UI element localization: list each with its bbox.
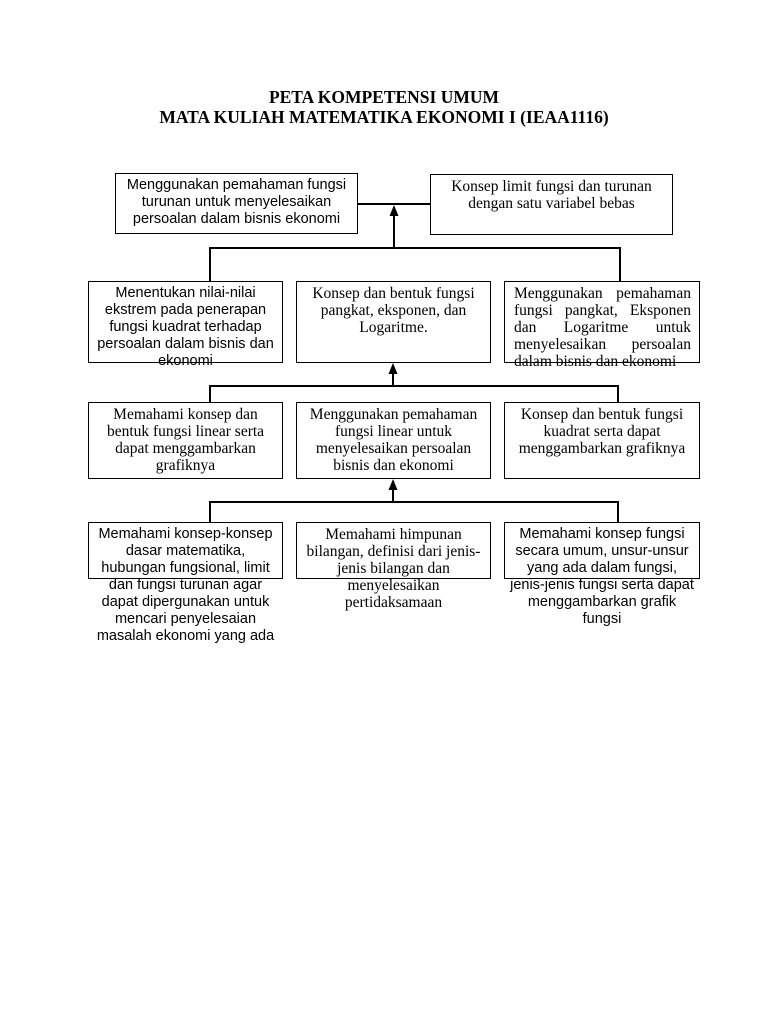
competency-box-himpunan-bilangan: Memahami himpunan bilangan, definisi dar…	[296, 522, 491, 611]
box-text-line: Logaritme.	[359, 319, 428, 336]
competency-box-pemahaman-pangkat: Menggunakan pemahaman fungsi pangkat, Ek…	[504, 281, 700, 370]
box-text-line: bilangan, definisi dari jenis-	[306, 543, 481, 560]
competency-box-nilai-ekstrem: Menentukan nilai-nilai ekstrem pada pene…	[88, 281, 283, 369]
box-text-line: jenis-jenis fungsi serta dapat	[510, 577, 694, 593]
page-title: PETA KOMPETENSI UMUM MATA KULIAH MATEMAT…	[0, 87, 768, 127]
title-line-1: PETA KOMPETENSI UMUM	[268, 87, 500, 107]
box-text-line: persoalan dalam bisnis ekonomi	[132, 211, 341, 227]
box-text-line: Memahami himpunan	[325, 526, 462, 543]
box-text-line: Memahami konsep-konsep	[98, 526, 273, 542]
competency-box-dasar-matematika: Memahami konsep-konsep dasar matematika,…	[88, 522, 283, 644]
box-text-line: dasar matematika,	[125, 543, 246, 559]
box-text-line: ekstrem pada penerapan	[104, 302, 267, 318]
competency-box-konsep-pangkat: Konsep dan bentuk fungsi pangkat, ekspon…	[296, 281, 491, 363]
box-text-line: menyelesaikan persoalan	[315, 440, 472, 457]
box-text-line: fungsi linear untuk	[334, 423, 453, 440]
competency-box-fungsi-linear: Memahami konsep dan bentuk fungsi linear…	[88, 402, 283, 479]
arrowhead-top	[389, 205, 399, 216]
competency-box-limit-turunan: Konsep limit fungsi dan turunan dengan s…	[430, 174, 673, 235]
box-text-line: menggambarkan grafiknya	[518, 440, 686, 457]
box-text-line: Menggunakan pemahaman	[309, 406, 478, 423]
competency-box-fungsi-kuadrat: Konsep dan bentuk fungsi kuadrat serta d…	[504, 402, 700, 479]
box-text-line: Menggunakan pemahaman fungsi	[126, 177, 347, 193]
box-text-line: dan fungsi turunan agar	[108, 577, 263, 593]
box-text-line: jenis bilangan dan	[337, 560, 450, 577]
box-text-line: bentuk fungsi linear serta	[106, 423, 265, 440]
box-text-line: pertidaksamaan	[344, 594, 443, 611]
box-text-line: hubungan fungsional, limit	[101, 560, 270, 576]
box-text-line: masalah ekonomi yang ada	[96, 628, 275, 644]
box-text-line: persoalan dalam bisnis dan	[97, 336, 274, 352]
box-text-line: mencari penyelesaian	[114, 611, 257, 627]
box-text-line: dengan satu variabel bebas	[468, 195, 635, 212]
box-text-line: menggambarkan grafik	[527, 594, 677, 610]
box-text-line: bisnis dan ekonomi	[333, 457, 454, 474]
arrowhead-row2	[388, 363, 398, 374]
box-text-line: menyelesaikan	[347, 577, 440, 594]
box-text-line: dapat dipergunakan untuk	[101, 594, 270, 610]
box-text-line: kuadrat serta dapat	[543, 423, 661, 440]
box-text-line: fungsi kuadrat terhadap	[109, 319, 262, 335]
box-text-line: dan Logaritme untuk	[514, 319, 691, 336]
box-text-line: Konsep limit fungsi dan turunan	[451, 178, 652, 195]
box-text-line: pangkat, eksponen, dan	[320, 302, 467, 319]
competency-box-pemahaman-linear: Menggunakan pemahaman fungsi linear untu…	[296, 402, 491, 479]
box-text-line: ekonomi	[158, 353, 213, 369]
arrowhead-row3	[388, 479, 398, 490]
box-text-line: dalam bisnis dan ekonomi	[514, 353, 677, 370]
box-text-line: Menggunakan pemahaman	[514, 285, 691, 302]
title-line-2: MATA KULIAH MATEMATIKA EKONOMI I (IEAA11…	[159, 107, 609, 127]
box-text-line: Memahami konsep dan	[113, 406, 258, 423]
box-text-line: fungsi	[582, 611, 622, 627]
box-text-line: menyelesaikan persoalan	[514, 336, 691, 353]
box-text-line: Konsep dan bentuk fungsi	[312, 285, 475, 302]
box-text-line: yang ada dalam fungsi,	[527, 560, 677, 576]
box-text-line: turunan untuk menyelesaikan	[141, 194, 332, 210]
box-text-line: secara umum, unsur-unsur	[515, 543, 689, 559]
box-text-line: Konsep dan bentuk fungsi	[520, 406, 684, 423]
box-text-line: fungsi pangkat, Eksponen	[514, 302, 691, 319]
box-text-line: grafiknya	[155, 457, 216, 474]
box-text-line: Menentukan nilai-nilai	[115, 285, 256, 301]
competency-box-konsep-fungsi: Memahami konsep fungsi secara umum, unsu…	[504, 522, 700, 627]
competency-box-turunan-bisnis: Menggunakan pemahaman fungsi turunan unt…	[115, 173, 358, 234]
box-text-line: Memahami konsep fungsi	[519, 526, 685, 542]
box-text-line: dapat menggambarkan	[115, 440, 256, 457]
